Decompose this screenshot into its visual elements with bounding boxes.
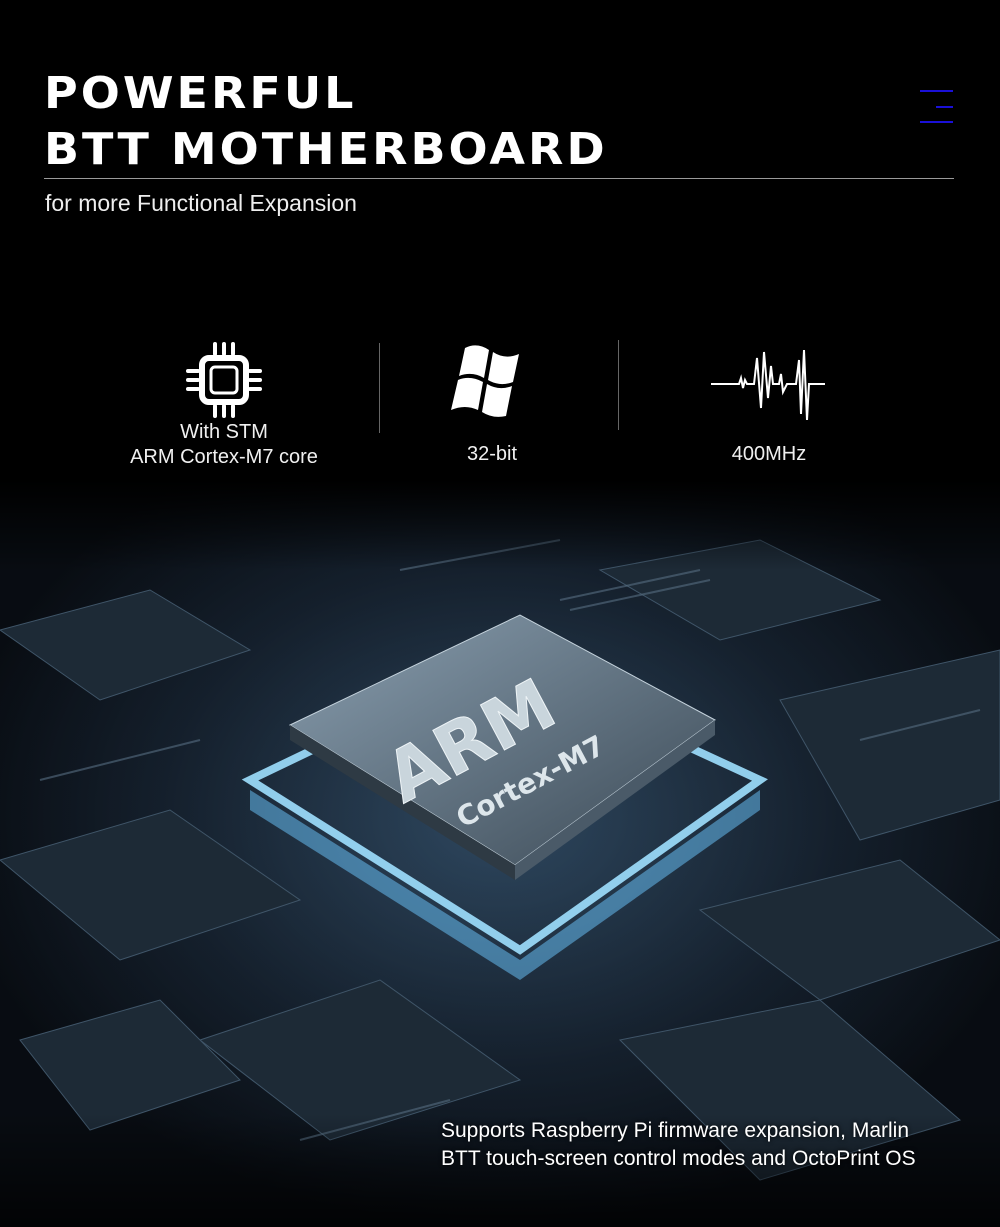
feature-core: With STM ARM Cortex-M7 core	[104, 340, 344, 470]
waveform-icon	[711, 349, 825, 421]
support-line-1: Supports Raspberry Pi firmware expansion…	[441, 1119, 910, 1142]
support-line-2: BTT touch-screen control modes and OctoP…	[441, 1147, 916, 1170]
motherboard-illustration: ARM Cortex-M7	[0, 480, 1000, 1227]
divider	[618, 340, 619, 430]
feature-bits-label: 32-bit	[466, 443, 518, 465]
subtitle: for more Functional Expansion	[45, 190, 357, 216]
headline-line-2: BTT MOTHERBOARD	[44, 123, 608, 175]
divider-line	[44, 178, 954, 179]
feature-core-line2: ARM Cortex-M7 core	[130, 446, 318, 468]
chip-icon	[186, 342, 262, 418]
windows-logo-icon	[451, 345, 519, 417]
feature-frequency-label: 400MHz	[731, 443, 807, 465]
headline-line-1: POWERFUL	[44, 67, 357, 119]
divider	[379, 343, 380, 433]
support-description: Supports Raspberry Pi firmware expansion…	[441, 1117, 916, 1173]
feature-frequency: 400MHz	[649, 340, 889, 467]
feature-core-line1: With STM	[180, 421, 268, 443]
hamburger-icon[interactable]	[920, 90, 953, 124]
feature-bits: 32-bit	[372, 340, 612, 467]
